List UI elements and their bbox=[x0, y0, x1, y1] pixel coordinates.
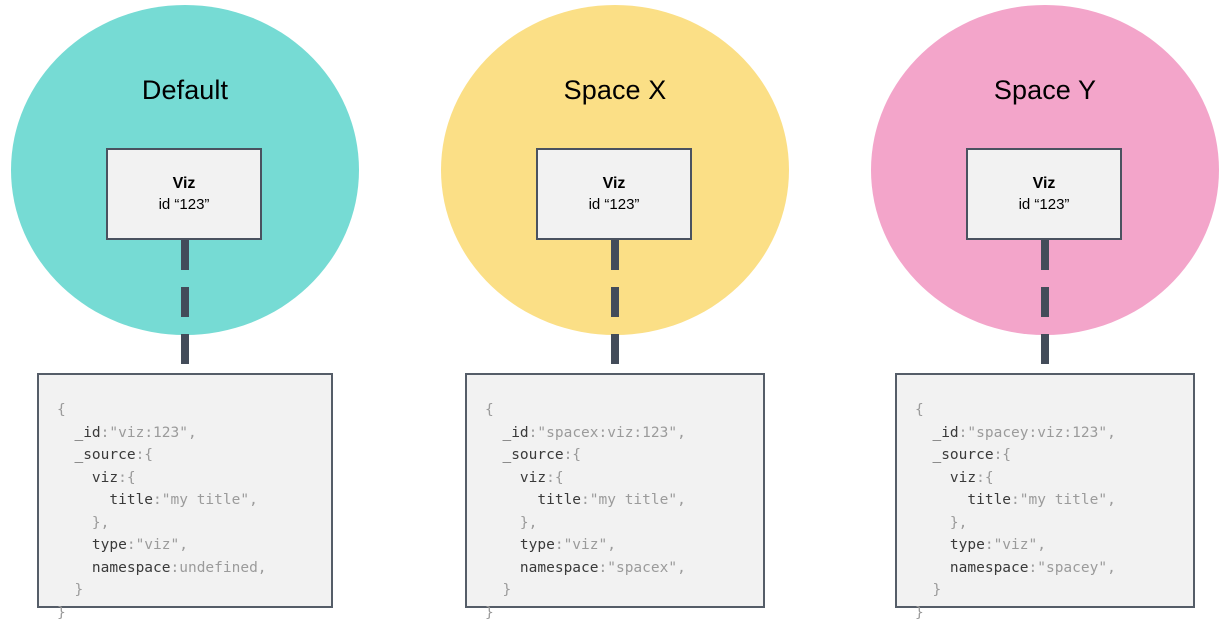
viz-node-spacex: Viz id “123” bbox=[536, 148, 692, 240]
viz-node-type-label: Viz bbox=[172, 175, 196, 192]
connector-line-spacey bbox=[1041, 240, 1049, 374]
connector-dash bbox=[181, 240, 189, 270]
document-box-spacex: { _id:"spacex:viz:123", _source:{ viz:{ … bbox=[465, 373, 765, 621]
space-panel-spacey: Space Y Viz id “123” { _id:"spacey:viz:1… bbox=[840, 0, 1228, 622]
space-panel-default: Default Viz id “123” { _id:"viz:123", _s… bbox=[0, 0, 390, 622]
connector-dash bbox=[611, 240, 619, 270]
connector-dash bbox=[611, 334, 619, 364]
connector-dash bbox=[181, 334, 189, 364]
viz-node-spacey: Viz id “123” bbox=[966, 148, 1122, 240]
connector-dash bbox=[1041, 240, 1049, 270]
viz-node-id-label: id “123” bbox=[1018, 196, 1070, 213]
viz-node-id-label: id “123” bbox=[158, 196, 210, 213]
viz-node-type-label: Viz bbox=[1032, 175, 1056, 192]
connector-line-spacex bbox=[611, 240, 619, 374]
space-label-spacey: Space Y bbox=[993, 75, 1097, 105]
space-label-default: Default bbox=[141, 75, 229, 105]
viz-node-id-label: id “123” bbox=[588, 196, 640, 213]
connector-dash bbox=[1041, 287, 1049, 317]
connector-line-default bbox=[181, 240, 189, 374]
document-json-default: { _id:"viz:123", _source:{ viz:{ title:"… bbox=[57, 402, 267, 621]
document-json-spacex: { _id:"spacex:viz:123", _source:{ viz:{ … bbox=[485, 402, 686, 621]
space-label-spacex: Space X bbox=[563, 75, 667, 105]
connector-dash bbox=[181, 287, 189, 317]
viz-node-type-label: Viz bbox=[602, 175, 626, 192]
space-panel-spacex: Space X Viz id “123” { _id:"spacex:viz:1… bbox=[410, 0, 820, 622]
document-box-spacey: { _id:"spacey:viz:123", _source:{ viz:{ … bbox=[895, 373, 1195, 621]
connector-dash bbox=[1041, 334, 1049, 364]
connector-dash bbox=[611, 287, 619, 317]
document-json-spacey: { _id:"spacey:viz:123", _source:{ viz:{ … bbox=[915, 402, 1116, 621]
document-box-default: { _id:"viz:123", _source:{ viz:{ title:"… bbox=[37, 373, 333, 621]
viz-node-default: Viz id “123” bbox=[106, 148, 262, 240]
